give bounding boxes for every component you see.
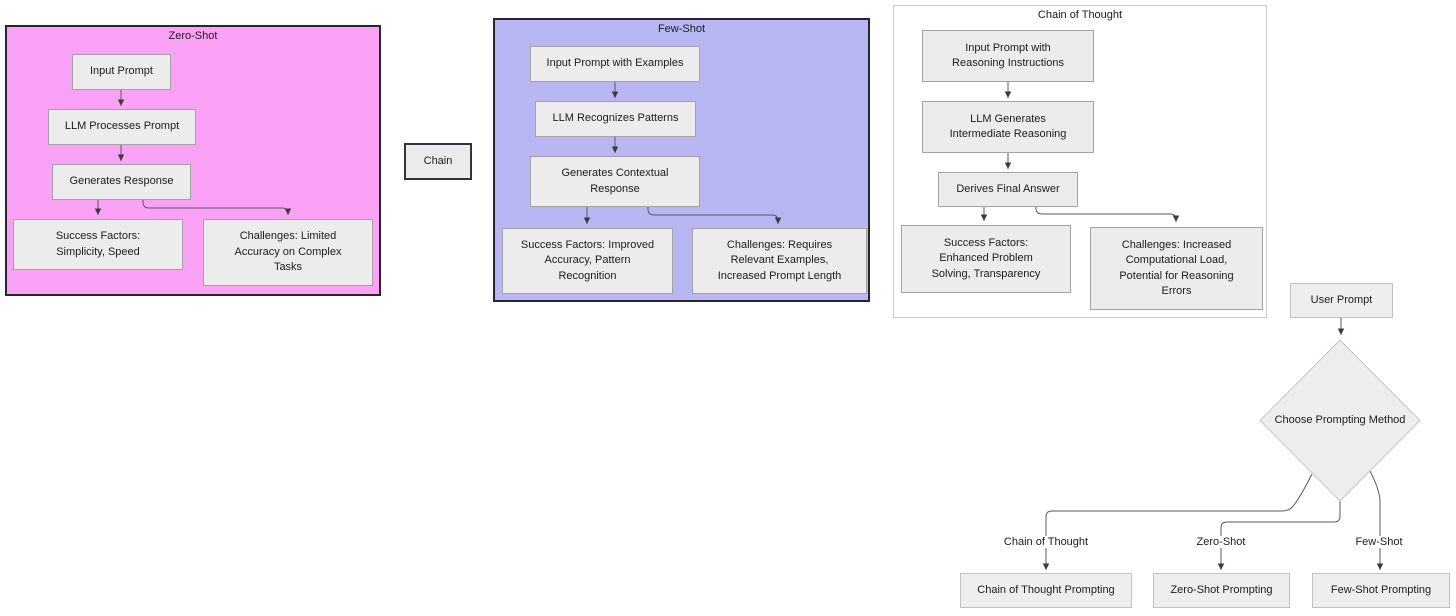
- node-chain: Chain: [404, 143, 472, 180]
- edge-decision-to-zero-prompting: [1217, 501, 1341, 570]
- decision-diamond-shape: [1259, 339, 1421, 502]
- cluster-title-chain-of-thought: Chain of Thought: [1037, 9, 1123, 21]
- edge-decision-to-few-prompting: [1369, 470, 1384, 570]
- cluster-title-zero-shot: Zero-Shot: [168, 30, 218, 42]
- edge-generate-to-challenges-zero: [142, 200, 292, 215]
- node-chain-of-thought-prompting: Chain of Thought Prompting: [960, 573, 1132, 608]
- node-input-prompt-with-examples: Input Prompt with Examples: [530, 46, 700, 82]
- edge-label-chain-of-thought: Chain of Thought: [1000, 536, 1092, 548]
- node-user-prompt: User Prompt: [1290, 283, 1393, 318]
- decision-label: Choose Prompting Method: [1274, 414, 1406, 426]
- node-success-factors-cot: Success Factors: Enhanced Problem Solvin…: [901, 225, 1071, 293]
- node-generates-response: Generates Response: [52, 164, 191, 200]
- node-challenges-zero-shot: Challenges: Limited Accuracy on Complex …: [203, 219, 373, 286]
- edge-label-few-shot: Few-Shot: [1352, 536, 1406, 548]
- node-challenges-few-shot: Challenges: Requires Relevant Examples, …: [692, 228, 867, 294]
- node-input-prompt-reasoning: Input Prompt with Reasoning Instructions: [922, 30, 1094, 82]
- edge-generate-to-challenges-few: [647, 207, 782, 224]
- edge-label-zero-shot: Zero-Shot: [1193, 536, 1249, 548]
- node-llm-recognizes-patterns: LLM Recognizes Patterns: [535, 101, 696, 137]
- node-llm-processes-prompt: LLM Processes Prompt: [48, 109, 196, 145]
- node-success-factors-zero-shot: Success Factors: Simplicity, Speed: [13, 219, 183, 270]
- node-success-factors-few-shot: Success Factors: Improved Accuracy, Patt…: [502, 228, 673, 294]
- node-few-shot-prompting: Few-Shot Prompting: [1312, 573, 1450, 608]
- edge-decision-to-cot-prompting: [1042, 473, 1313, 570]
- node-llm-intermediate-reasoning: LLM Generates Intermediate Reasoning: [922, 101, 1094, 153]
- edge-generate-to-challenges-cot: [1035, 207, 1180, 222]
- node-challenges-cot: Challenges: Increased Computational Load…: [1090, 227, 1263, 310]
- node-derives-final-answer: Derives Final Answer: [938, 172, 1078, 207]
- cluster-title-few-shot: Few-Shot: [657, 23, 706, 35]
- node-zero-shot-prompting: Zero-Shot Prompting: [1153, 573, 1290, 608]
- node-generates-contextual-response: Generates Contextual Response: [530, 156, 700, 207]
- node-input-prompt: Input Prompt: [72, 54, 171, 90]
